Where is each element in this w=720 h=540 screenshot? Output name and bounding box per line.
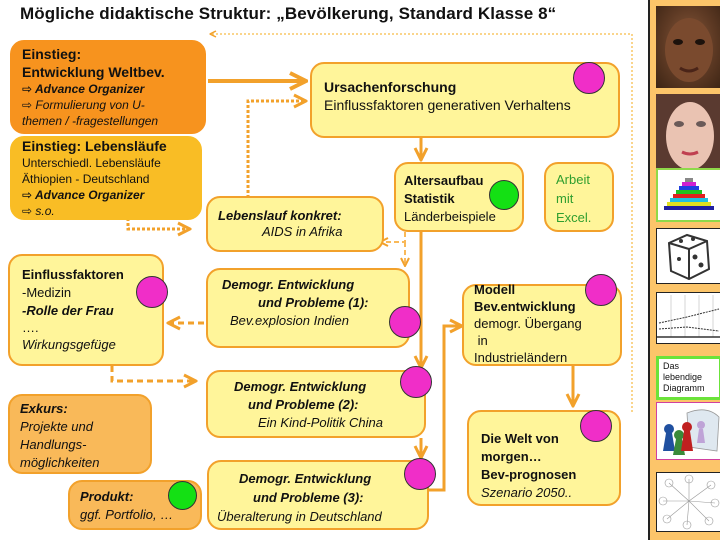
demogr1-heading2: und Probleme (1): (258, 295, 369, 310)
einflussfaktoren-line4: Wirkungsgefüge (22, 337, 116, 352)
einflussfaktoren-line2: -Rolle der Frau (22, 303, 114, 318)
einstieg-lebenslaeufe-item1: ⇨ Advance Organizer (22, 188, 145, 202)
marker-demogr-1 (389, 306, 421, 338)
einstieg-lebenslaeufe-line2: Äthiopien - Deutschland (22, 172, 150, 186)
modell-line3: Industrieländern (474, 350, 568, 365)
box-einstieg-lebenslaeufe: Einstieg: Lebensläufe Unterschiedl. Lebe… (10, 136, 202, 220)
exkurs-line2: Handlungs- (20, 437, 87, 452)
einstieg-weltbev-item3: themen / -fragestellungen (22, 114, 159, 128)
marker-modell (585, 274, 617, 306)
pyramid-chart-icon (664, 178, 714, 210)
einstieg-lebenslaeufe-item2: ⇨ s.o. (22, 204, 55, 218)
einstieg-weltbev-heading1: Einstieg: (22, 46, 82, 62)
excel-line2: mit (556, 191, 574, 206)
einstieg-lebenslaeufe-heading: Einstieg: Lebensläufe (22, 138, 167, 154)
demogr1-heading1: Demogr. Entwicklung (222, 277, 355, 292)
box-arbeit-mit-excel: Arbeit mit Excel. (544, 162, 614, 232)
box-altersaufbau-statistik: Altersaufbau Statistik Länderbeispiele (394, 162, 524, 232)
marker-demogr-3 (404, 458, 436, 490)
einstieg-weltbev-item2: ⇨ Formulierung von U- (22, 98, 145, 112)
media-sidebar: Das lebendige Diagramm (648, 0, 720, 540)
exkurs-heading: Exkurs: (20, 401, 68, 416)
altersaufbau-line1: Länderbeispiele (404, 209, 496, 224)
marker-welt-von-morgen (580, 410, 612, 442)
einflussfaktoren-line3: …. (22, 320, 39, 335)
produkt-line1: ggf. Portfolio, … (80, 507, 174, 522)
demogr2-heading2: und Probleme (2): (248, 397, 359, 412)
lebenslauf-konkret-heading: Lebenslauf konkret: (218, 208, 342, 223)
altersaufbau-heading2: Statistik (404, 191, 455, 206)
box-ursachenforschung: Ursachenforschung Einflussfaktoren gener… (310, 62, 620, 138)
excel-line3: Excel. (556, 210, 592, 225)
dice-image[interactable] (656, 228, 720, 284)
marker-altersaufbau (489, 180, 519, 210)
lebenslauf-konkret-line1: AIDS in Afrika (262, 224, 343, 239)
face-icon (665, 18, 713, 82)
mind-map-image[interactable] (656, 472, 720, 532)
game-pawns-image[interactable] (656, 402, 720, 460)
pawns-icon (663, 409, 720, 455)
mind-map-icon (658, 474, 720, 530)
produkt-heading: Produkt: (80, 489, 134, 504)
demogr2-line1: Ein Kind-Politik China (258, 415, 384, 430)
einstieg-weltbev-heading2: Entwicklung Weltbev. (22, 64, 165, 80)
box-lebenslauf-konkret: Lebenslauf konkret: AIDS in Afrika (206, 196, 384, 252)
demogr2-heading1: Demogr. Entwicklung (234, 379, 367, 394)
population-pyramid-image[interactable] (656, 168, 720, 222)
portrait-girl-germany-image[interactable] (656, 94, 720, 170)
box-exkurs: Exkurs: Projekte und Handlungs- möglichk… (8, 394, 152, 474)
exkurs-line3: möglichkeiten (20, 455, 100, 470)
demogr3-heading1: Demogr. Entwicklung (239, 471, 372, 486)
page-title: Mögliche didaktische Struktur: „Bevölker… (20, 4, 557, 23)
arrow-einfluss-to-demogr2 (110, 366, 196, 381)
box-demogr-entwicklung-3: Demogr. Entwicklung und Probleme (3): Üb… (207, 460, 429, 530)
modell-heading2: Bev.entwicklung (474, 299, 576, 314)
line-chart-icon (657, 295, 720, 338)
einstieg-lebenslaeufe-line1: Unterschiedl. Lebensläufe (22, 156, 161, 170)
einstieg-weltbev-item1: ⇨ Advance Organizer (22, 82, 145, 96)
altersaufbau-heading1: Altersaufbau (404, 173, 484, 188)
marker-einflussfaktoren (136, 276, 168, 308)
welt-line1: Szenario 2050.. (481, 485, 573, 500)
modell-heading1: Modell (474, 282, 516, 297)
welt-heading1: Die Welt von (481, 431, 559, 446)
welt-heading2: morgen… (481, 449, 542, 464)
lively-diagram-label1: Das (663, 361, 680, 371)
demogr3-heading2: und Probleme (3): (253, 490, 364, 505)
box-demogr-entwicklung-2: Demogr. Entwicklung und Probleme (2): Ei… (206, 370, 426, 438)
face-icon (656, 94, 720, 170)
marker-demogr-2 (400, 366, 432, 398)
demogr1-line1: Bev.explosion Indien (230, 313, 350, 328)
welt-heading3: Bev-prognosen (481, 467, 577, 482)
box-einstieg-weltbevoelkerung: Einstieg: Entwicklung Weltbev. ⇨ Advance… (10, 40, 206, 134)
dice-icon (667, 233, 711, 281)
portrait-girl-ethiopia-image[interactable] (656, 6, 720, 88)
einflussfaktoren-line1: -Medizin (22, 285, 72, 300)
marker-produkt (168, 481, 197, 510)
exkurs-line1: Projekte und (20, 419, 93, 434)
excel-line1: Arbeit (556, 172, 590, 187)
box-demogr-entwicklung-1: Demogr. Entwicklung und Probleme (1): Be… (206, 268, 410, 348)
box-einflussfaktoren: Einflussfaktoren -Medizin -Rolle der Fra… (8, 254, 164, 366)
ursachenforschung-heading: Ursachenforschung (324, 79, 457, 95)
lively-diagram-label2: lebendige (663, 372, 703, 382)
modell-line2: in (474, 333, 488, 348)
arrow-lebenslauf-to-ursachen (246, 101, 306, 198)
lively-diagram-card[interactable]: Das lebendige Diagramm (656, 356, 720, 400)
lively-diagram-label3: Diagramm (663, 383, 705, 393)
demogr3-line1: Überalterung in Deutschland (217, 509, 382, 524)
line-diagram-image[interactable] (656, 292, 720, 344)
einflussfaktoren-heading: Einflussfaktoren (22, 267, 124, 282)
modell-line1: demogr. Übergang (474, 316, 582, 331)
box-welt-von-morgen: Die Welt von morgen… Bev-prognosen Szena… (467, 410, 621, 506)
ursachenforschung-line1: Einflussfaktoren generativen Verhaltens (324, 97, 571, 113)
marker-ursachenforschung (573, 62, 605, 94)
